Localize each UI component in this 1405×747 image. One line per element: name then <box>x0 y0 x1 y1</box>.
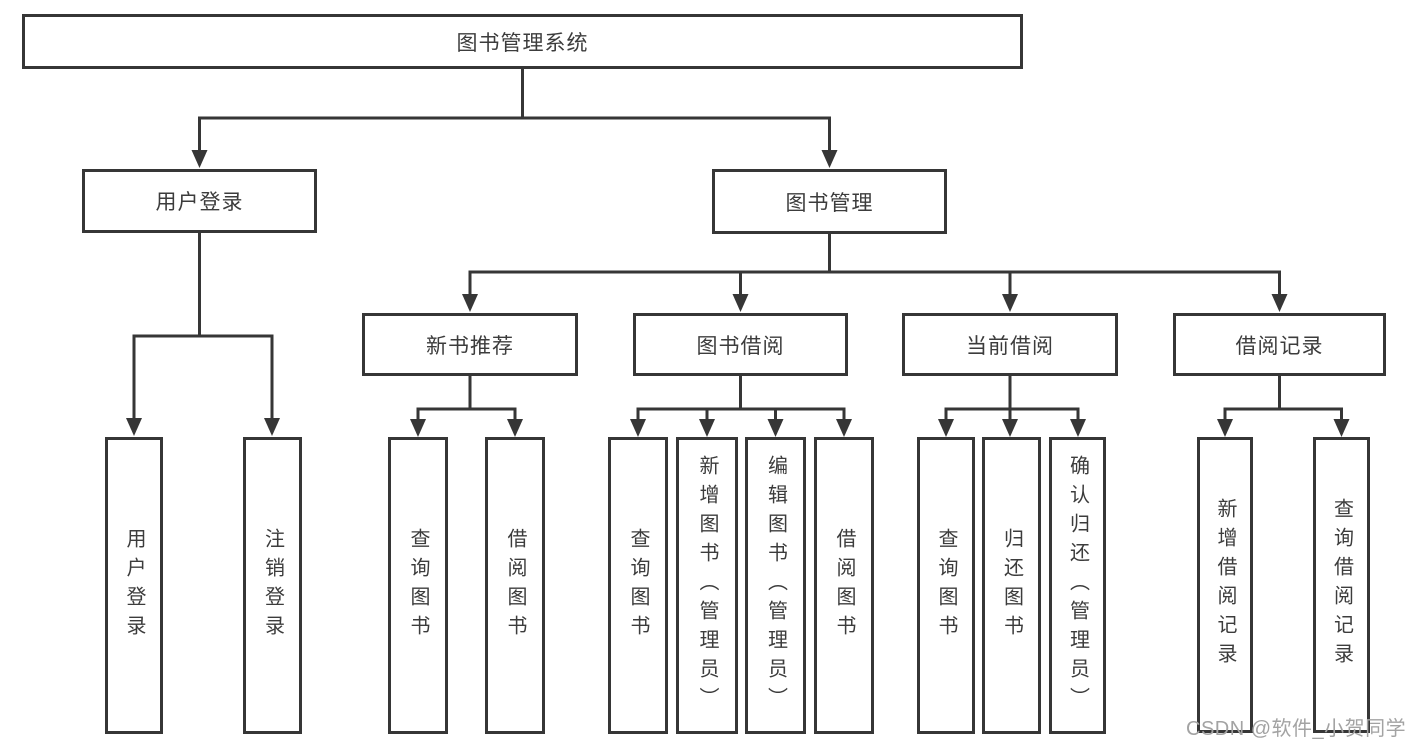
leaf-query-books-newbook-label: 查询图书 <box>407 527 429 644</box>
leaf-query-books-current: 查询图书 <box>917 437 975 734</box>
node-root-system: 图书管理系统 <box>22 14 1023 69</box>
csdn-watermark: CSDN @软件_小贺同学 <box>1186 718 1405 740</box>
connector-newbook-to-leaves <box>416 374 517 422</box>
node-new-book-recommend: 新书推荐 <box>362 313 578 376</box>
leaf-query-books-newbook: 查询图书 <box>388 437 448 734</box>
node-borrowing-records: 借阅记录 <box>1173 313 1386 376</box>
leaf-query-borrow-record-label: 查询借阅记录 <box>1330 498 1353 672</box>
node-root-label: 图书管理系统 <box>456 31 589 55</box>
leaf-borrow-books-newbook-label: 借阅图书 <box>504 527 526 644</box>
leaf-edit-books-admin: 编辑图书（管理员） <box>745 437 806 734</box>
connector-bookmgmt-to-level3 <box>468 232 1281 297</box>
node-current-borrowing-label: 当前借阅 <box>966 334 1054 358</box>
connector-currentborrow-to-leaves <box>944 374 1080 422</box>
leaf-user-login: 用户登录 <box>105 437 163 734</box>
leaf-query-borrow-record: 查询借阅记录 <box>1313 437 1370 733</box>
leaf-add-borrow-record-label: 新增借阅记录 <box>1214 498 1236 672</box>
leaf-borrow-books-label: 借阅图书 <box>833 527 855 644</box>
leaf-add-books-admin: 新增图书（管理员） <box>676 437 738 734</box>
node-user-login-label: 用户登录 <box>155 191 244 214</box>
node-current-borrowing: 当前借阅 <box>902 313 1118 376</box>
leaf-user-login-label: 用户登录 <box>123 527 145 644</box>
connector-bookborrow-to-leaves <box>636 374 846 422</box>
connector-root-to-level2 <box>198 67 831 152</box>
leaf-query-books-current-label: 查询图书 <box>935 527 957 644</box>
node-new-book-recommend-label: 新书推荐 <box>426 334 514 358</box>
leaf-confirm-return-admin-label: 确认归还（管理员） <box>1066 455 1089 716</box>
leaf-query-books-borrowing: 查询图书 <box>608 437 668 734</box>
node-book-borrowing: 图书借阅 <box>633 313 848 376</box>
arrowheads <box>126 150 1350 437</box>
node-book-borrowing-label: 图书借阅 <box>696 334 785 358</box>
node-book-management: 图书管理 <box>712 169 947 234</box>
leaf-add-borrow-record: 新增借阅记录 <box>1197 437 1253 733</box>
connector-borrowrecord-to-leaves <box>1223 374 1343 422</box>
node-book-management-label: 图书管理 <box>785 191 874 215</box>
leaf-edit-books-admin-label: 编辑图书（管理员） <box>764 455 787 716</box>
node-borrowing-records-label: 借阅记录 <box>1235 334 1324 358</box>
leaf-logout-label: 注销登录 <box>261 527 284 644</box>
connector-userlogin-to-leaves <box>132 231 274 420</box>
leaf-borrow-books: 借阅图书 <box>814 437 874 734</box>
leaf-return-books: 归还图书 <box>982 437 1041 734</box>
node-user-login: 用户登录 <box>82 169 317 233</box>
leaf-return-books-label: 归还图书 <box>1000 527 1023 644</box>
leaf-query-books-borrowing-label: 查询图书 <box>627 527 649 644</box>
leaf-logout: 注销登录 <box>243 437 302 734</box>
leaf-confirm-return-admin: 确认归还（管理员） <box>1049 437 1106 734</box>
leaf-add-books-admin-label: 新增图书（管理员） <box>696 455 718 716</box>
leaf-borrow-books-newbook: 借阅图书 <box>485 437 545 734</box>
